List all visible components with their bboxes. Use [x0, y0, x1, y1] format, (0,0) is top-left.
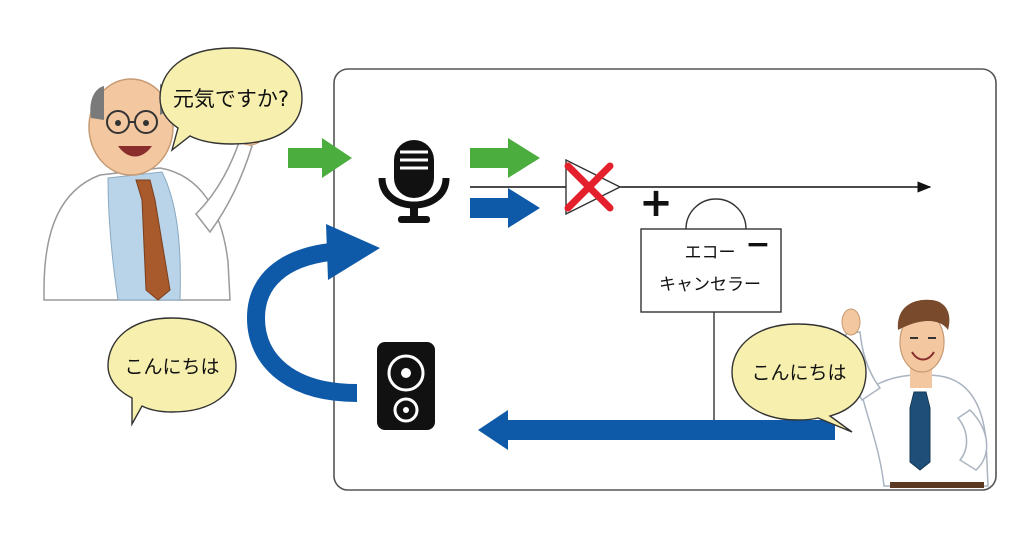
echo-canceller-line2: キャンセラー	[659, 275, 761, 295]
speech-question-text: 元気ですか?	[173, 87, 289, 111]
speech-bubble-elder-reply: こんにちは	[107, 317, 237, 427]
system-frame	[333, 68, 997, 491]
speaker-icon	[377, 342, 435, 430]
echo-canceller-line1: エコー	[685, 243, 736, 263]
green-arrow-to-amp	[470, 138, 540, 178]
minus-sign: −	[745, 227, 770, 262]
blue-curved-echo-arrow	[246, 243, 358, 402]
microphone-icon	[378, 140, 450, 223]
blue-arrow-to-speaker	[478, 410, 835, 450]
speech-elder-reply-text: こんにちは	[124, 356, 219, 378]
young-man-illustration	[841, 299, 989, 488]
green-arrow-input	[288, 138, 352, 178]
plus-sign: +	[639, 180, 673, 226]
speech-bubble-question: 元気ですか?	[159, 47, 303, 152]
echo-canceller-box	[640, 228, 782, 313]
blue-arrow-to-amp	[470, 188, 540, 228]
cross-icon	[564, 162, 614, 212]
speech-young-greeting-text: こんにちは	[751, 362, 846, 384]
summing-junction	[685, 198, 747, 230]
speech-bubble-young-greeting: こんにちは	[731, 323, 867, 433]
blue-curved-arrow-head	[326, 224, 380, 280]
